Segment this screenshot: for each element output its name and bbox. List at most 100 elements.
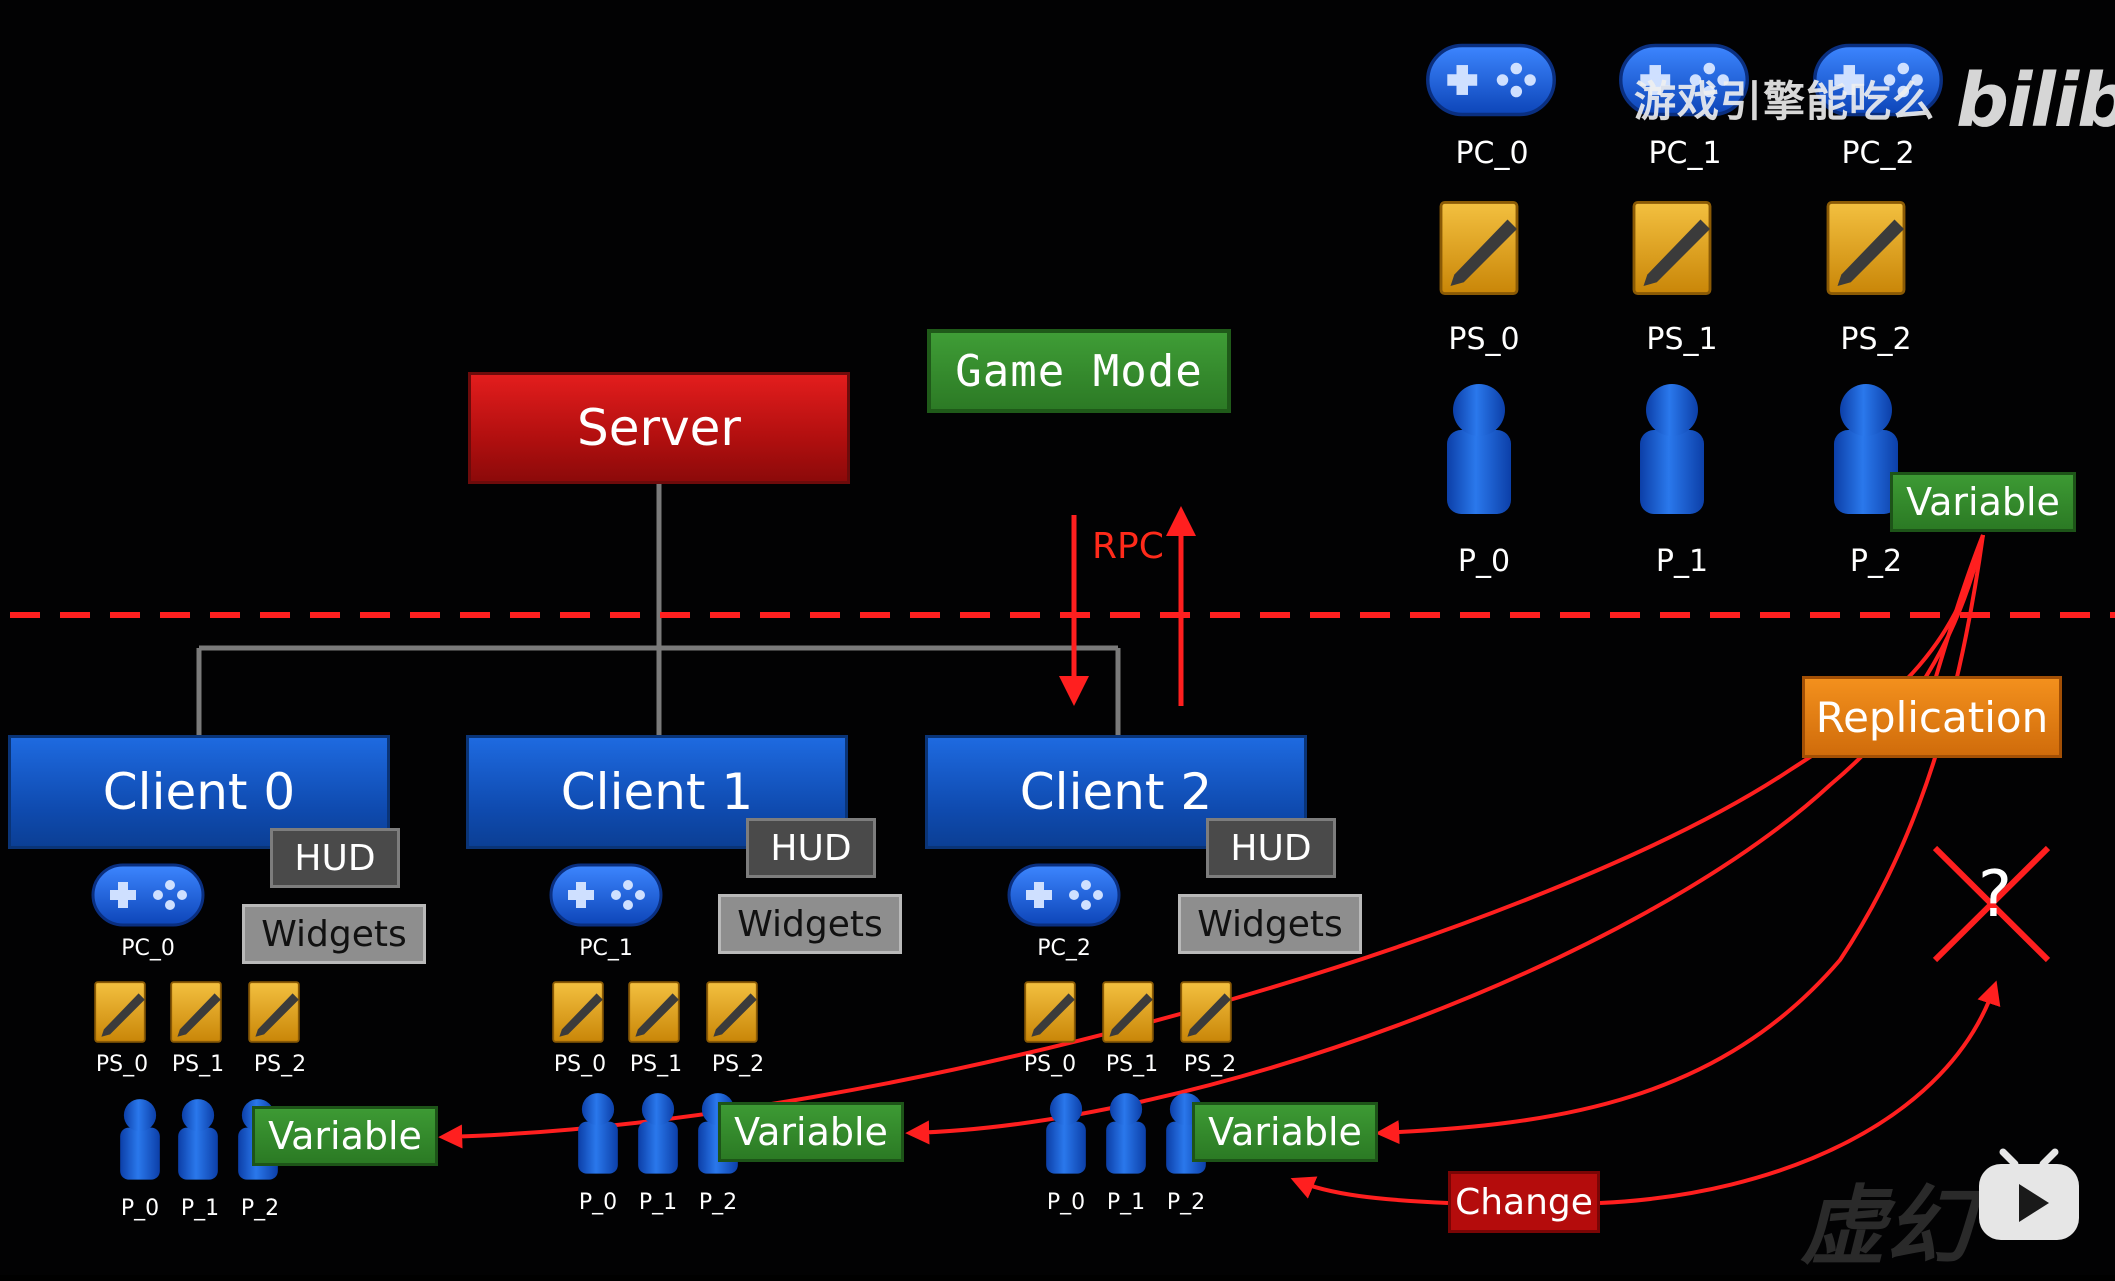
client-0-box: Client 0 [8,735,390,849]
client-2-p1-label: P_1 [1106,1190,1146,1215]
client-1-hud-box: HUD [746,818,876,878]
client-2-ps1-playerstate-icon [1102,981,1154,1043]
server-ps2-playerstate-icon [1826,200,1906,296]
client-1-ps0-label: PS_0 [553,1052,607,1077]
replication-curve-to-client2 [1375,534,1985,1145]
client-0-variable-box: Variable [252,1106,438,1166]
server-p2-label: P_2 [1849,544,1903,579]
client-2-ps2-playerstate-icon [1180,981,1232,1043]
replication-box: Replication [1802,676,2062,758]
server-variable-box: Variable [1890,472,2076,532]
server-pc1-gamepad-icon [1619,43,1749,117]
client-1-pc-label: PC_1 [579,936,633,961]
client-0-p2-label: P_2 [240,1196,280,1221]
client-2-hud-box: HUD [1206,818,1336,878]
replication-curve-extra [1933,534,1985,681]
client-0-pc-label: PC_0 [121,936,175,961]
client-2-ps0-playerstate-icon [1024,981,1076,1043]
client-0-hud-label: HUD [294,837,376,879]
client-2-label: Client 2 [1019,763,1213,821]
corner-stamp-watermark: 虚幻 [1800,1177,1972,1277]
change-box: Change [1448,1171,1600,1233]
server-pc2-gamepad-icon [1813,43,1943,117]
client-1-ps2-playerstate-icon [706,981,758,1043]
server-p0-label: P_0 [1457,544,1511,579]
client-2-variable-box: Variable [1192,1102,1378,1162]
server-pc1-label: PC_1 [1648,136,1722,171]
client-1-label: Client 1 [560,763,754,821]
client-1-variable-label: Variable [734,1110,888,1154]
client-1-ps1-playerstate-icon [628,981,680,1043]
game-mode-box: Game Mode [927,329,1231,413]
client-0-p0-pawn-icon [120,1099,160,1180]
client-2-variable-label: Variable [1208,1110,1362,1154]
server-p1-label: P_1 [1655,544,1709,579]
client-2-hud-label: HUD [1230,827,1312,869]
client-0-ps1-label: PS_1 [171,1052,225,1077]
client-1-hud-label: HUD [770,827,852,869]
client-0-ps0-label: PS_0 [95,1052,149,1077]
failure-cross-line-b [1932,845,2051,963]
question-mark: ? [1978,858,2012,932]
client-0-ps1-playerstate-icon [170,981,222,1043]
server-box: Server [468,372,850,484]
server-ps0-label: PS_0 [1448,322,1520,357]
client-1-pc-gamepad-icon [549,863,663,927]
replication-label: Replication [1815,692,2049,742]
client-2-p2-label: P_2 [1166,1190,1206,1215]
client-1-p0-pawn-icon [578,1093,618,1174]
client-0-ps2-label: PS_2 [253,1052,307,1077]
client-0-variable-label: Variable [268,1114,422,1158]
client-0-pc-gamepad-icon [91,863,205,927]
client-2-ps2-label: PS_2 [1183,1052,1237,1077]
channel-watermark: 游戏引擎能吃么 [1634,77,1936,126]
client-0-p1-label: P_1 [180,1196,220,1221]
server-p2-pawn-icon [1834,384,1898,514]
client-0-label: Client 0 [102,763,296,821]
game-mode-label: Game Mode [955,345,1203,397]
server-ps1-label: PS_1 [1646,322,1718,357]
client-1-widgets-label: Widgets [737,903,883,945]
client-2-pc-label: PC_2 [1037,936,1091,961]
client-2-widgets-label: Widgets [1197,903,1343,945]
client-1-p2-label: P_2 [698,1190,738,1215]
client-0-ps0-playerstate-icon [94,981,146,1043]
server-variable-label: Variable [1906,480,2060,524]
client-2-box: Client 2 [925,735,1307,849]
replication-curve-to-client0 [438,534,1985,1149]
client-2-p0-label: P_0 [1046,1190,1086,1215]
server-pc0-gamepad-icon [1426,43,1556,117]
client-1-p1-label: P_1 [638,1190,678,1215]
client-0-p0-label: P_0 [120,1196,160,1221]
client-1-ps2-label: PS_2 [711,1052,765,1077]
client-2-widgets-box: Widgets [1178,894,1362,954]
client-2-ps1-label: PS_1 [1105,1052,1159,1077]
server-p0-pawn-icon [1447,384,1511,514]
client-2-ps0-label: PS_0 [1023,1052,1077,1077]
replication-curve-to-client1 [905,534,1985,1145]
change-arrow-left [1290,1176,1449,1205]
client-1-ps1-label: PS_1 [629,1052,683,1077]
client-2-p1-pawn-icon [1106,1093,1146,1174]
rpc-label: RPC [1092,526,1164,567]
client-0-ps2-playerstate-icon [248,981,300,1043]
server-p1-pawn-icon [1640,384,1704,514]
server-label: Server [577,399,741,457]
change-label: Change [1455,1181,1593,1223]
server-pc0-label: PC_0 [1455,136,1529,171]
client-1-variable-box: Variable [718,1102,904,1162]
client-0-widgets-box: Widgets [242,904,426,964]
server-ps0-playerstate-icon [1439,200,1519,296]
server-ps2-label: PS_2 [1840,322,1912,357]
bilibili-logo: bilibili [1956,58,2115,144]
client-0-p1-pawn-icon [178,1099,218,1180]
client-2-p0-pawn-icon [1046,1093,1086,1174]
server-ps1-playerstate-icon [1632,200,1712,296]
client-1-ps0-playerstate-icon [552,981,604,1043]
play-button-icon[interactable] [1975,1148,2083,1244]
change-arrow-right [1599,980,2001,1205]
server-pc2-label: PC_2 [1841,136,1915,171]
client-1-p0-label: P_0 [578,1190,618,1215]
